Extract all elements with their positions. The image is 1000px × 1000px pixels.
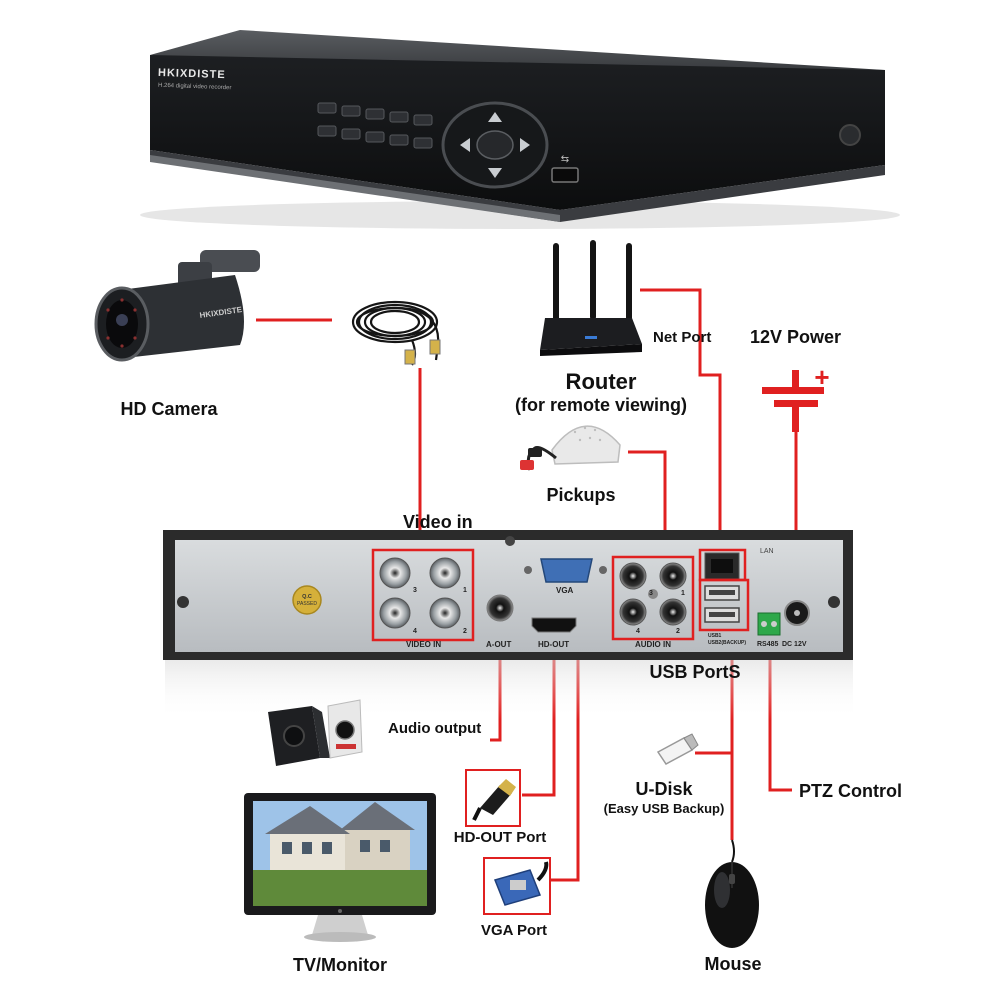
rear-video-in-label: VIDEO IN	[406, 640, 442, 649]
rear-audio-in-label: AUDIO IN	[635, 640, 671, 649]
video-port-number: 4	[413, 628, 417, 635]
audio-port-number: 3	[649, 590, 653, 597]
usb-ports-label: USB PortS	[649, 662, 741, 682]
router-label: Router	[565, 369, 637, 394]
svg-text:PASSED: PASSED	[297, 601, 317, 607]
camera-icon: HKIXDISTE	[94, 250, 260, 362]
udisk-sublabel: (Easy USB Backup)	[603, 801, 725, 816]
video-port-number: 2	[463, 628, 467, 635]
rear-a-out-label: A-OUT	[486, 640, 512, 649]
dvr-brand-logo: HKIXDISTE	[157, 66, 226, 82]
vga-port-label: VGA Port	[480, 922, 548, 939]
rear-hd-out-label: HD-OUT	[538, 640, 570, 649]
hd-camera-label: HD Camera	[120, 399, 218, 419]
usb-stick-icon	[656, 733, 699, 765]
audio-port-number: 1	[681, 590, 685, 597]
mouse-label: Mouse	[704, 954, 762, 974]
rear-rs485-label: RS485	[757, 641, 779, 648]
rear-vga-label: VGA	[556, 586, 574, 595]
dvr-rear-panel: Q.C PASSED	[163, 530, 853, 720]
speakers-icon	[268, 699, 363, 766]
vga-rear-port	[524, 558, 607, 583]
rear-lan-label: LAN	[760, 548, 774, 555]
audio-port-number: 4	[636, 628, 640, 635]
monitor-icon	[244, 793, 436, 942]
video-port-number: 3	[413, 587, 417, 594]
video-port-number: 1	[463, 587, 467, 594]
svg-text:⇆: ⇆	[561, 154, 569, 165]
vga-connector-icon	[483, 857, 551, 915]
audio-in-rca-ports	[619, 562, 687, 626]
monitor-label: TV/Monitor	[293, 955, 387, 975]
audio-port-number: 2	[676, 628, 680, 635]
hdmi-rear-port	[531, 617, 577, 633]
udisk-label: U-Disk	[635, 779, 693, 799]
svg-text:Q.C: Q.C	[302, 594, 312, 600]
router-icon	[540, 240, 642, 356]
router-sublabel: (for remote viewing)	[514, 395, 688, 415]
audio-out-port	[486, 594, 514, 622]
coax-cable-icon	[351, 300, 441, 366]
dvr-front-unit: ⇆	[140, 30, 900, 229]
video-in-title: Video in	[403, 512, 473, 532]
ptz-control-label: PTZ Control	[799, 781, 902, 801]
qc-sticker	[292, 585, 322, 615]
rear-dc12v-label: DC 12V	[782, 641, 807, 648]
pickups-label: Pickups	[546, 485, 616, 505]
power-plus-sign: +	[814, 362, 829, 392]
net-port-label: Net Port	[653, 329, 712, 346]
rear-usb1-label: USB1	[708, 633, 722, 639]
rs485-terminal	[757, 612, 781, 636]
mouse-icon	[705, 839, 759, 948]
power-label: 12V Power	[750, 327, 842, 347]
hd-out-port-label: HD-OUT Port	[453, 829, 547, 846]
microphone-pickup-icon	[520, 425, 621, 471]
video-in-bnc-ports	[379, 557, 461, 629]
dc-power-symbol-icon	[762, 370, 824, 432]
rear-usb2-label: USB2(BACKUP)	[708, 640, 747, 646]
audio-output-label: Audio output	[388, 720, 482, 737]
hdmi-connector-icon	[465, 769, 521, 827]
